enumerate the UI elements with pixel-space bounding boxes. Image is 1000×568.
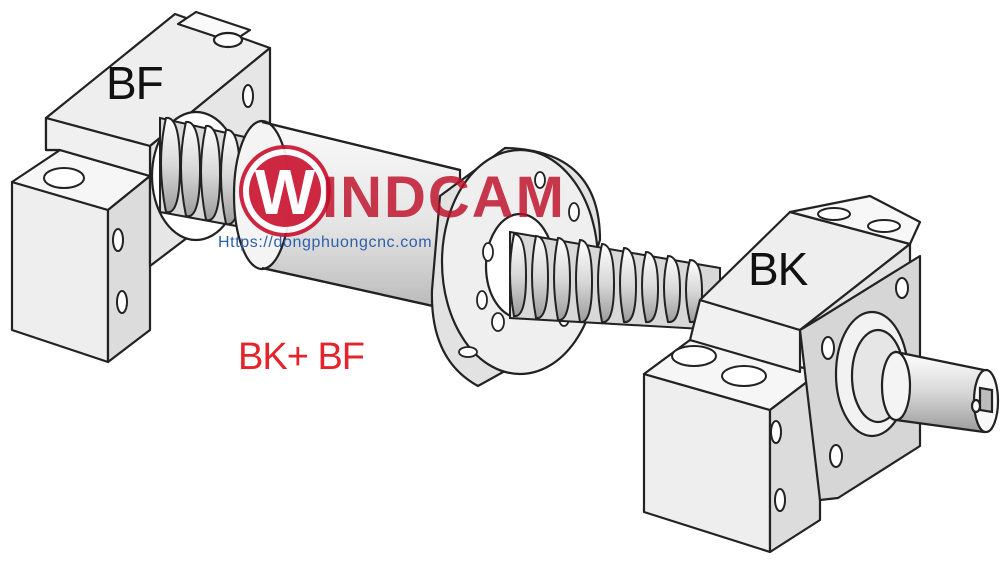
windcam-logo-badge: W [239, 145, 331, 237]
watermark-url: Https://dongphuongcnc.com [218, 234, 433, 251]
bk-mounting-holes [671, 207, 909, 512]
bf-support-block [10, 10, 272, 364]
label-bk: BK [748, 243, 808, 295]
label-bf: BF [106, 57, 164, 109]
shaft-end [880, 350, 1000, 434]
label-bk-bf-combo: BK+ BF [238, 336, 365, 378]
watermark-brand-text: INDCAM [322, 165, 566, 230]
screw-thread-right [509, 230, 721, 332]
logo-w-letter: W [255, 156, 316, 228]
